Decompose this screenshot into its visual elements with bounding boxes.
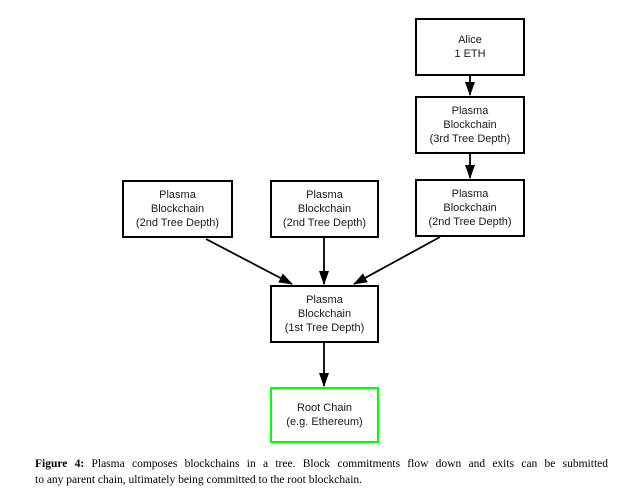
node-alice: Alice 1 ETH: [415, 18, 525, 76]
node-root-chain: Root Chain (e.g. Ethereum): [270, 387, 379, 443]
node-plasma-1st-line1: Plasma: [306, 294, 343, 306]
figure-caption-line1-text: Plasma composes blockchains in a tree. B…: [91, 458, 608, 470]
node-plasma-2nd-depth-middle: Plasma Blockchain (2nd Tree Depth): [270, 180, 379, 238]
node-alice-line1: Alice: [458, 34, 482, 46]
node-plasma-1st-line3: (1st Tree Depth): [284, 322, 365, 334]
node-plasma-3rd-line1: Plasma: [451, 105, 489, 117]
node-alice-line2: 1 ETH: [454, 48, 486, 60]
node-root-chain-line1: Root Chain: [296, 402, 353, 414]
node-plasma-2nd-right-line1: Plasma: [451, 188, 489, 200]
node-plasma-3rd-line2: Blockchain: [443, 119, 497, 131]
node-plasma-1st-line2: Blockchain: [297, 308, 352, 320]
node-plasma-3rd-depth: Plasma Blockchain (3rd Tree Depth): [415, 96, 525, 154]
node-plasma-2nd-left-line1: Plasma: [159, 189, 196, 201]
figure-caption-line1: Figure 4: Plasma composes blockchains in…: [35, 456, 608, 472]
arrow-plasma2-right-to-plasma1: [353, 236, 441, 285]
node-plasma-2nd-mid-line1: Plasma: [306, 189, 343, 201]
node-plasma-2nd-depth-left: Plasma Blockchain (2nd Tree Depth): [122, 180, 233, 238]
figure-caption: Figure 4: Plasma composes blockchains in…: [35, 456, 608, 488]
figure-caption-line2: to any parent chain, ultimately being co…: [35, 474, 363, 486]
node-plasma-2nd-right-line3: (2nd Tree Depth): [428, 216, 512, 228]
figure-caption-label: Figure 4:: [35, 458, 85, 470]
node-plasma-1st-depth: Plasma Blockchain (1st Tree Depth): [270, 285, 379, 343]
node-plasma-2nd-left-line2: Blockchain: [150, 203, 205, 215]
node-plasma-2nd-depth-right: Plasma Blockchain (2nd Tree Depth): [415, 179, 525, 237]
node-plasma-2nd-right-line2: Blockchain: [443, 202, 497, 214]
node-plasma-2nd-left-line3: (2nd Tree Depth): [135, 217, 220, 229]
node-plasma-3rd-line3: (3rd Tree Depth): [429, 133, 511, 145]
arrow-plasma2-left-to-plasma1: [205, 238, 293, 285]
node-plasma-2nd-mid-line3: (2nd Tree Depth): [282, 217, 367, 229]
node-root-chain-line2: (e.g. Ethereum): [286, 416, 363, 428]
node-plasma-2nd-mid-line2: Blockchain: [297, 203, 352, 215]
